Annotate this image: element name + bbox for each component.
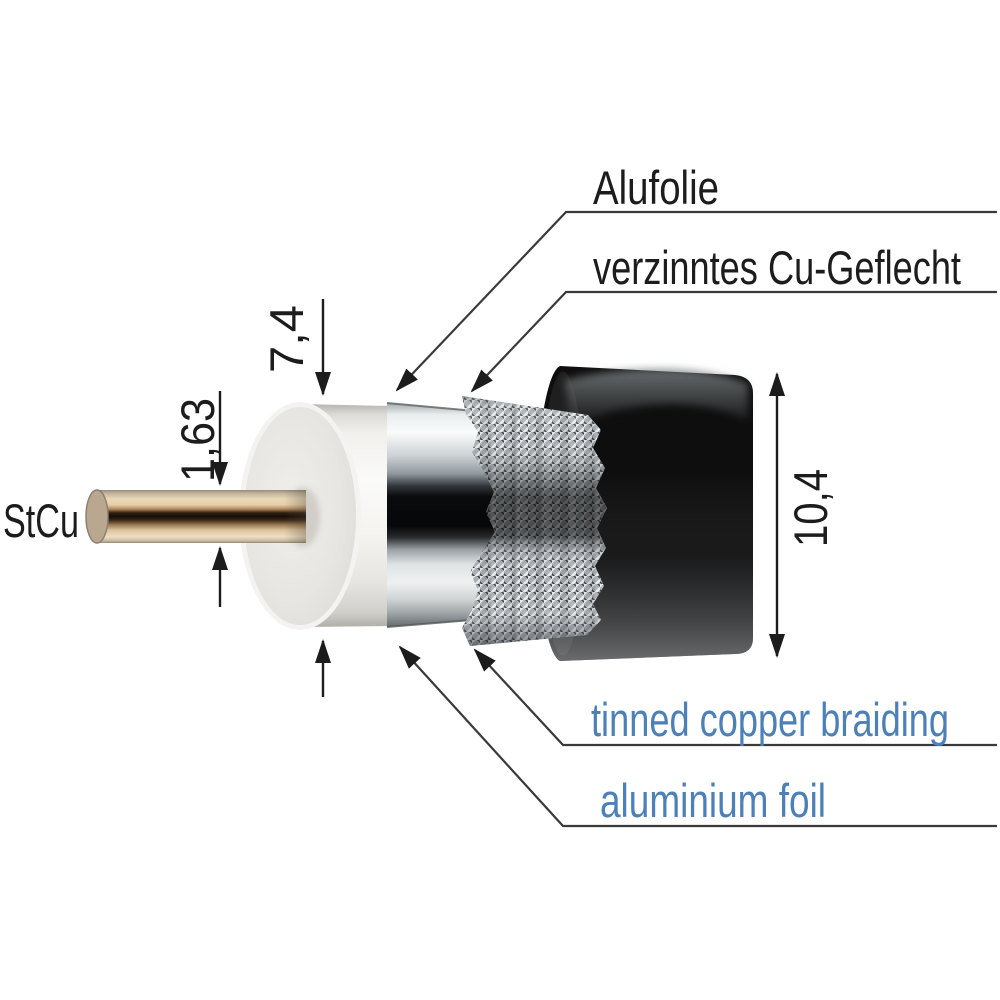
callout-label-cu-geflecht: verzinntes Cu-Geflecht xyxy=(593,241,961,294)
leader-alufolie xyxy=(395,210,997,392)
labels: Alufolie verzinntes Cu-Geflecht tinned c… xyxy=(3,161,961,827)
dimension-arrows xyxy=(212,299,785,697)
cable-illustration xyxy=(85,366,753,661)
leader-tinned-copper-braiding xyxy=(473,648,997,747)
callout-label-alufolie: Alufolie xyxy=(593,161,719,214)
center-conductor xyxy=(85,489,306,544)
conductor-end-cap xyxy=(85,489,109,544)
dim-label-1-63: 1,63 xyxy=(171,398,224,482)
conductor-entry-shading xyxy=(284,490,306,543)
leader-aluminium-foil xyxy=(398,645,997,828)
conductor-material-label: StCu xyxy=(3,494,79,547)
conductor-body xyxy=(95,490,306,543)
callout-label-tinned-copper-braiding: tinned copper braiding xyxy=(591,693,949,746)
dim-label-10-4: 10,4 xyxy=(784,469,837,547)
callout-lines xyxy=(395,210,997,828)
callout-label-aluminium-foil: aluminium foil xyxy=(600,774,826,827)
leader-cu-geflecht xyxy=(470,290,997,393)
braid-column-bands xyxy=(462,396,607,646)
braid-layer xyxy=(462,396,607,646)
dim-label-7-4: 7,4 xyxy=(260,305,313,373)
